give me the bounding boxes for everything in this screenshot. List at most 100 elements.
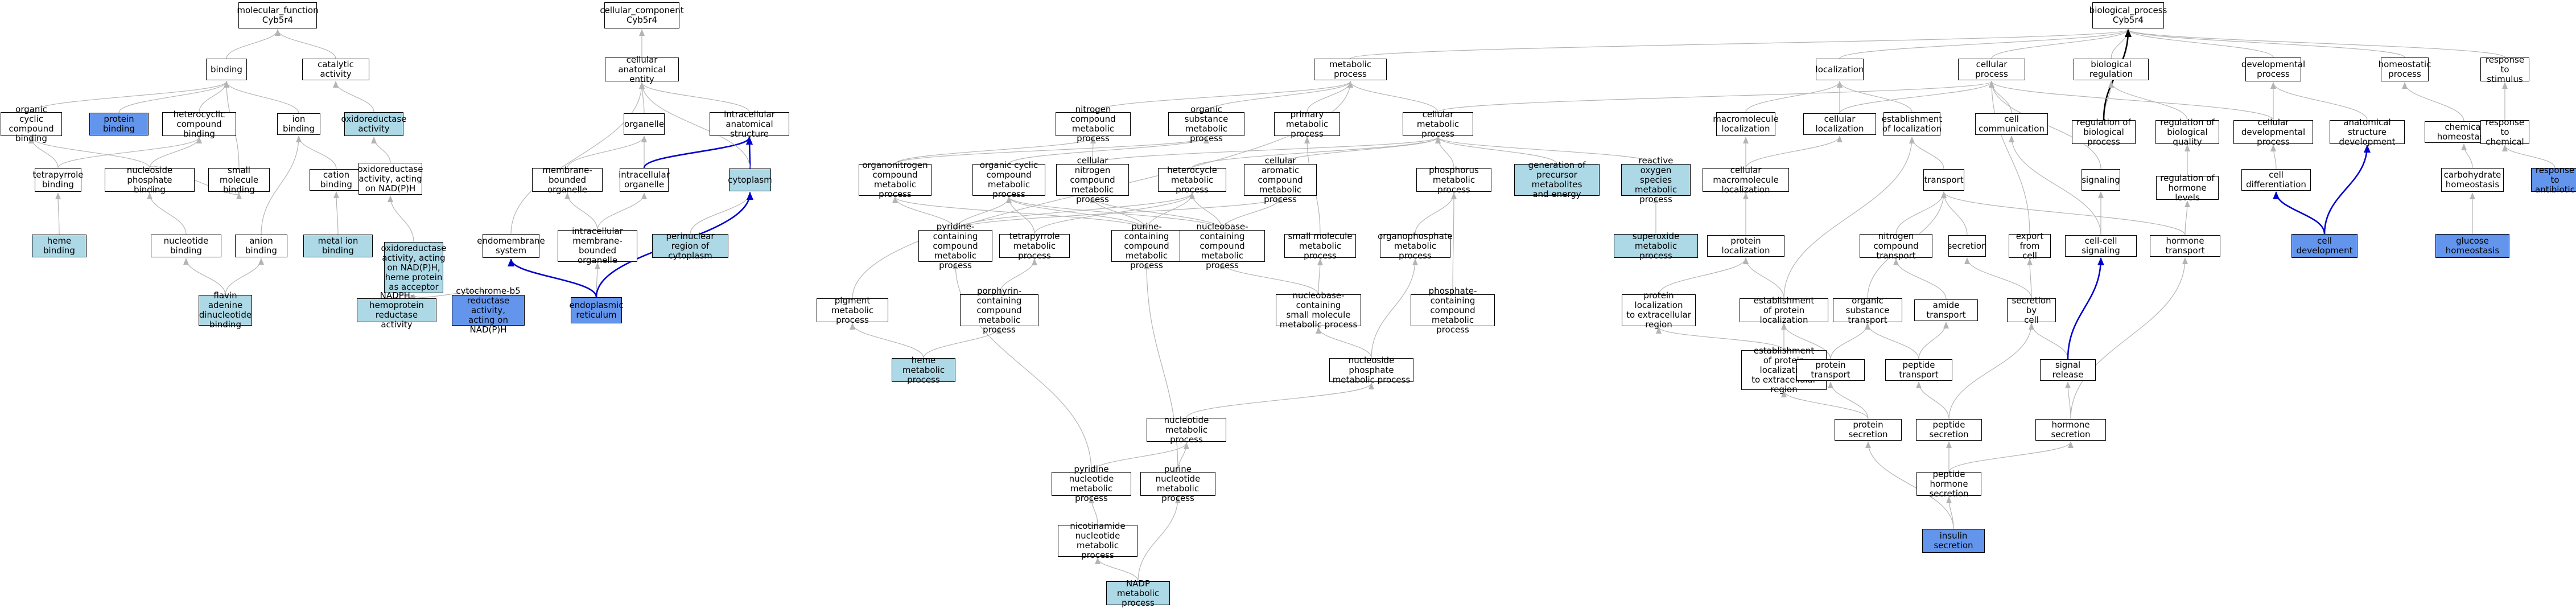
node-cell-communication[interactable]: cell communication [1975, 113, 2048, 135]
node-reactive-oxygen-species-metabolic-process[interactable]: reactive oxygen species metabolic proces… [1621, 155, 1691, 204]
node-cell-development[interactable]: cell development [2291, 234, 2357, 258]
node-intracellular-membrane-bounded-organelle[interactable]: intracellular membrane-bounded organelle [558, 227, 637, 265]
node-protein-localization[interactable]: protein localization [1707, 235, 1784, 257]
node-intracellular-anatomical-structure[interactable]: intracellular anatomical structure [710, 109, 789, 138]
node-tetrapyrrole-metabolic-process[interactable]: tetrapyrrole metabolic process [999, 231, 1070, 260]
node-generation-of-precursor-metabolites[interactable]: generation of precursor metabolites and … [1514, 161, 1600, 199]
node-establishment-of-localization[interactable]: establishment of localization [1882, 112, 1942, 136]
node-oxidoreductase-nadph[interactable]: oxidoreductase activity, acting on NAD(P… [358, 163, 423, 195]
node-signaling[interactable]: signaling [2082, 169, 2120, 191]
node-porphyrin-containing-metabolic-process[interactable]: porphyrin-containing compound metabolic … [960, 286, 1038, 334]
node-organophosphate-metabolic-process[interactable]: organophosphate metabolic process [1378, 231, 1453, 261]
node-cellular-anatomical-entity[interactable]: cellular anatomical entity [605, 55, 679, 84]
node-phosphate-containing-metabolic-process[interactable]: phosphate-containing compound metabolic … [1411, 286, 1495, 334]
node-glucose-homeostasis[interactable]: glucose homeostasis [2435, 234, 2509, 258]
node-response-to-stimulus[interactable]: response to stimulus [2480, 55, 2529, 84]
node-organic-cyclic-metabolic-process[interactable]: organic cyclic compound metabolic proces… [972, 161, 1045, 199]
node-small-molecule-metabolic-process[interactable]: small molecule metabolic process [1284, 231, 1356, 260]
node-anion-binding[interactable]: anion binding [235, 235, 287, 257]
node-organic-substance-metabolic-process[interactable]: organic substance metabolic process [1168, 105, 1244, 143]
node-cytoplasm[interactable]: cytoplasm [728, 169, 772, 191]
node-nadph-hemoprotein-reductase[interactable]: NADPH-hemoprotein reductase activity [357, 291, 436, 330]
node-organelle[interactable]: organelle [624, 113, 665, 135]
node-protein-secretion[interactable]: protein secretion [1835, 419, 1902, 441]
node-primary-metabolic-process[interactable]: primary metabolic process [1274, 109, 1340, 138]
node-regulation-of-biological-quality[interactable]: regulation of biological quality [2155, 117, 2219, 146]
node-metal-ion-binding[interactable]: metal ion binding [303, 235, 373, 257]
node-metabolic-process[interactable]: metabolic process [1314, 59, 1387, 80]
node-nucleotide-binding[interactable]: nucleotide binding [151, 235, 221, 257]
node-pyridine-containing-metabolic-process[interactable]: pyridine-containing compound metabolic p… [918, 221, 992, 270]
node-pyridine-nucleotide-metabolic-process[interactable]: pyridine nucleotide metabolic process [1052, 465, 1131, 503]
node-endoplasmic-reticulum[interactable]: endoplasmic reticulum [569, 297, 624, 323]
node-purine-nucleotide-metabolic-process[interactable]: purine nucleotide metabolic process [1140, 465, 1215, 503]
node-molecular-function[interactable]: molecular_function Cyb5r4 [237, 2, 319, 28]
node-hormone-secretion[interactable]: hormone secretion [2035, 419, 2106, 441]
node-nucleoside-phosphate-binding[interactable]: nucleoside phosphate binding [105, 165, 195, 194]
node-nucleobase-containing-metabolic-process[interactable]: nucleobase-containing compound metabolic… [1180, 221, 1265, 270]
node-cellular-aromatic-metabolic-process[interactable]: cellular aromatic compound metabolic pro… [1244, 155, 1317, 204]
node-secretion[interactable]: secretion [1947, 235, 1987, 257]
node-heterocycle-metabolic-process[interactable]: heterocycle metabolic process [1158, 165, 1226, 194]
node-nitrogen-compound-metabolic-process[interactable]: nitrogen compound metabolic process [1056, 105, 1131, 143]
node-nadp-metabolic-process[interactable]: NADP metabolic process [1106, 578, 1170, 607]
node-protein-binding[interactable]: protein binding [89, 113, 149, 135]
node-oxidoreductase-activity[interactable]: oxidoreductase activity [341, 112, 406, 136]
node-purine-containing-metabolic-process[interactable]: purine-containing compound metabolic pro… [1111, 221, 1182, 270]
node-insulin-secretion[interactable]: insulin secretion [1922, 529, 1985, 553]
node-organic-cyclic-compound-binding[interactable]: organic cyclic compound binding [1, 105, 62, 143]
node-nucleotide-metabolic-process[interactable]: nucleotide metabolic process [1147, 415, 1226, 444]
node-cellular-macromolecule-localization[interactable]: cellular macromolecule localization [1703, 165, 1789, 194]
node-cellular-process[interactable]: cellular process [1958, 59, 2025, 80]
node-organonitrogen-metabolic-process[interactable]: organonitrogen compound metabolic proces… [859, 161, 932, 199]
node-peptide-transport[interactable]: peptide transport [1885, 359, 1952, 381]
node-cation-binding[interactable]: cation binding [310, 169, 363, 191]
node-phosphorus-metabolic-process[interactable]: phosphorus metabolic process [1416, 165, 1491, 194]
node-heme-binding[interactable]: heme binding [32, 235, 86, 257]
node-superoxide-metabolic-process[interactable]: superoxide metabolic process [1614, 231, 1698, 260]
node-pigment-metabolic-process[interactable]: pigment metabolic process [817, 295, 888, 325]
node-localization[interactable]: localization [1816, 59, 1864, 80]
node-response-to-chemical[interactable]: response to chemical [2480, 117, 2529, 146]
node-cytochrome-b5-reductase[interactable]: cytochrome-b5 reductase activity, acting… [452, 286, 525, 334]
node-tetrapyrrole-binding[interactable]: tetrapyrrole binding [32, 168, 84, 192]
node-establishment-of-protein-localization[interactable]: establishment of protein localization [1740, 295, 1828, 325]
node-biological-regulation[interactable]: biological regulation [2074, 59, 2149, 80]
node-organic-substance-transport[interactable]: organic substance transport [1833, 295, 1902, 325]
node-developmental-process[interactable]: developmental process [2241, 57, 2305, 81]
node-cellular-component[interactable]: cellular_component Cyb5r4 [600, 2, 684, 28]
node-response-to-antibiotic[interactable]: response to antibiotic [2531, 165, 2576, 194]
node-oxidoreductase-heme-acceptor[interactable]: oxidoreductase activity, acting on NAD(P… [381, 242, 446, 293]
node-cellular-localization[interactable]: cellular localization [1803, 113, 1876, 135]
node-perinuclear-region[interactable]: perinuclear region of cytoplasm [652, 231, 728, 260]
node-homeostatic-process[interactable]: homeostatic process [2379, 57, 2431, 81]
node-small-molecule-binding[interactable]: small molecule binding [208, 165, 270, 194]
node-cell-differentiation[interactable]: cell differentiation [2241, 169, 2311, 191]
node-endomembrane-system[interactable]: endomembrane system [477, 234, 545, 258]
node-heterocyclic-compound-binding[interactable]: heterocyclic compound binding [162, 109, 236, 138]
node-secretion-by-cell[interactable]: secretion by cell [2007, 295, 2056, 325]
node-signal-release[interactable]: signal release [2040, 359, 2096, 381]
node-binding[interactable]: binding [206, 59, 247, 80]
node-cellular-developmental-process[interactable]: cellular developmental process [2233, 117, 2313, 146]
node-ion-binding[interactable]: ion binding [277, 113, 320, 135]
node-anatomical-structure-development[interactable]: anatomical structure development [2330, 117, 2405, 146]
node-carbohydrate-homeostasis[interactable]: carbohydrate homeostasis [2441, 168, 2504, 192]
node-export-from-cell[interactable]: export from cell [2009, 231, 2051, 260]
node-fad-binding[interactable]: flavin adenine dinucleotide binding [199, 290, 252, 330]
node-peptide-hormone-secretion[interactable]: peptide hormone secretion [1916, 469, 1981, 498]
node-protein-transport[interactable]: protein transport [1796, 359, 1865, 381]
node-cellular-metabolic-process[interactable]: cellular metabolic process [1403, 109, 1473, 138]
node-peptide-secretion[interactable]: peptide secretion [1916, 419, 1982, 441]
node-heme-metabolic-process[interactable]: heme metabolic process [892, 355, 955, 384]
node-membrane-bounded-organelle[interactable]: membrane-bounded organelle [532, 165, 603, 194]
node-nitrogen-compound-transport[interactable]: nitrogen compound transport [1860, 231, 1932, 260]
node-nucleobase-containing-small-molecule-metabolic-process[interactable]: nucleobase-containing small molecule met… [1276, 291, 1361, 330]
node-regulation-of-biological-process[interactable]: regulation of biological process [2072, 117, 2136, 146]
node-nicotinamide-nucleotide-metabolic-process[interactable]: nicotinamide nucleotide metabolic proces… [1058, 521, 1137, 560]
node-biological-process[interactable]: biological_process Cyb5r4 [2089, 2, 2167, 28]
node-amide-transport[interactable]: amide transport [1914, 299, 1978, 321]
node-nucleoside-phosphate-metabolic-process[interactable]: nucleoside phosphate metabolic process [1329, 355, 1413, 384]
node-intracellular-organelle[interactable]: intracellular organelle [619, 168, 670, 192]
node-cellular-nitrogen-metabolic-process[interactable]: cellular nitrogen compound metabolic pro… [1056, 155, 1129, 204]
